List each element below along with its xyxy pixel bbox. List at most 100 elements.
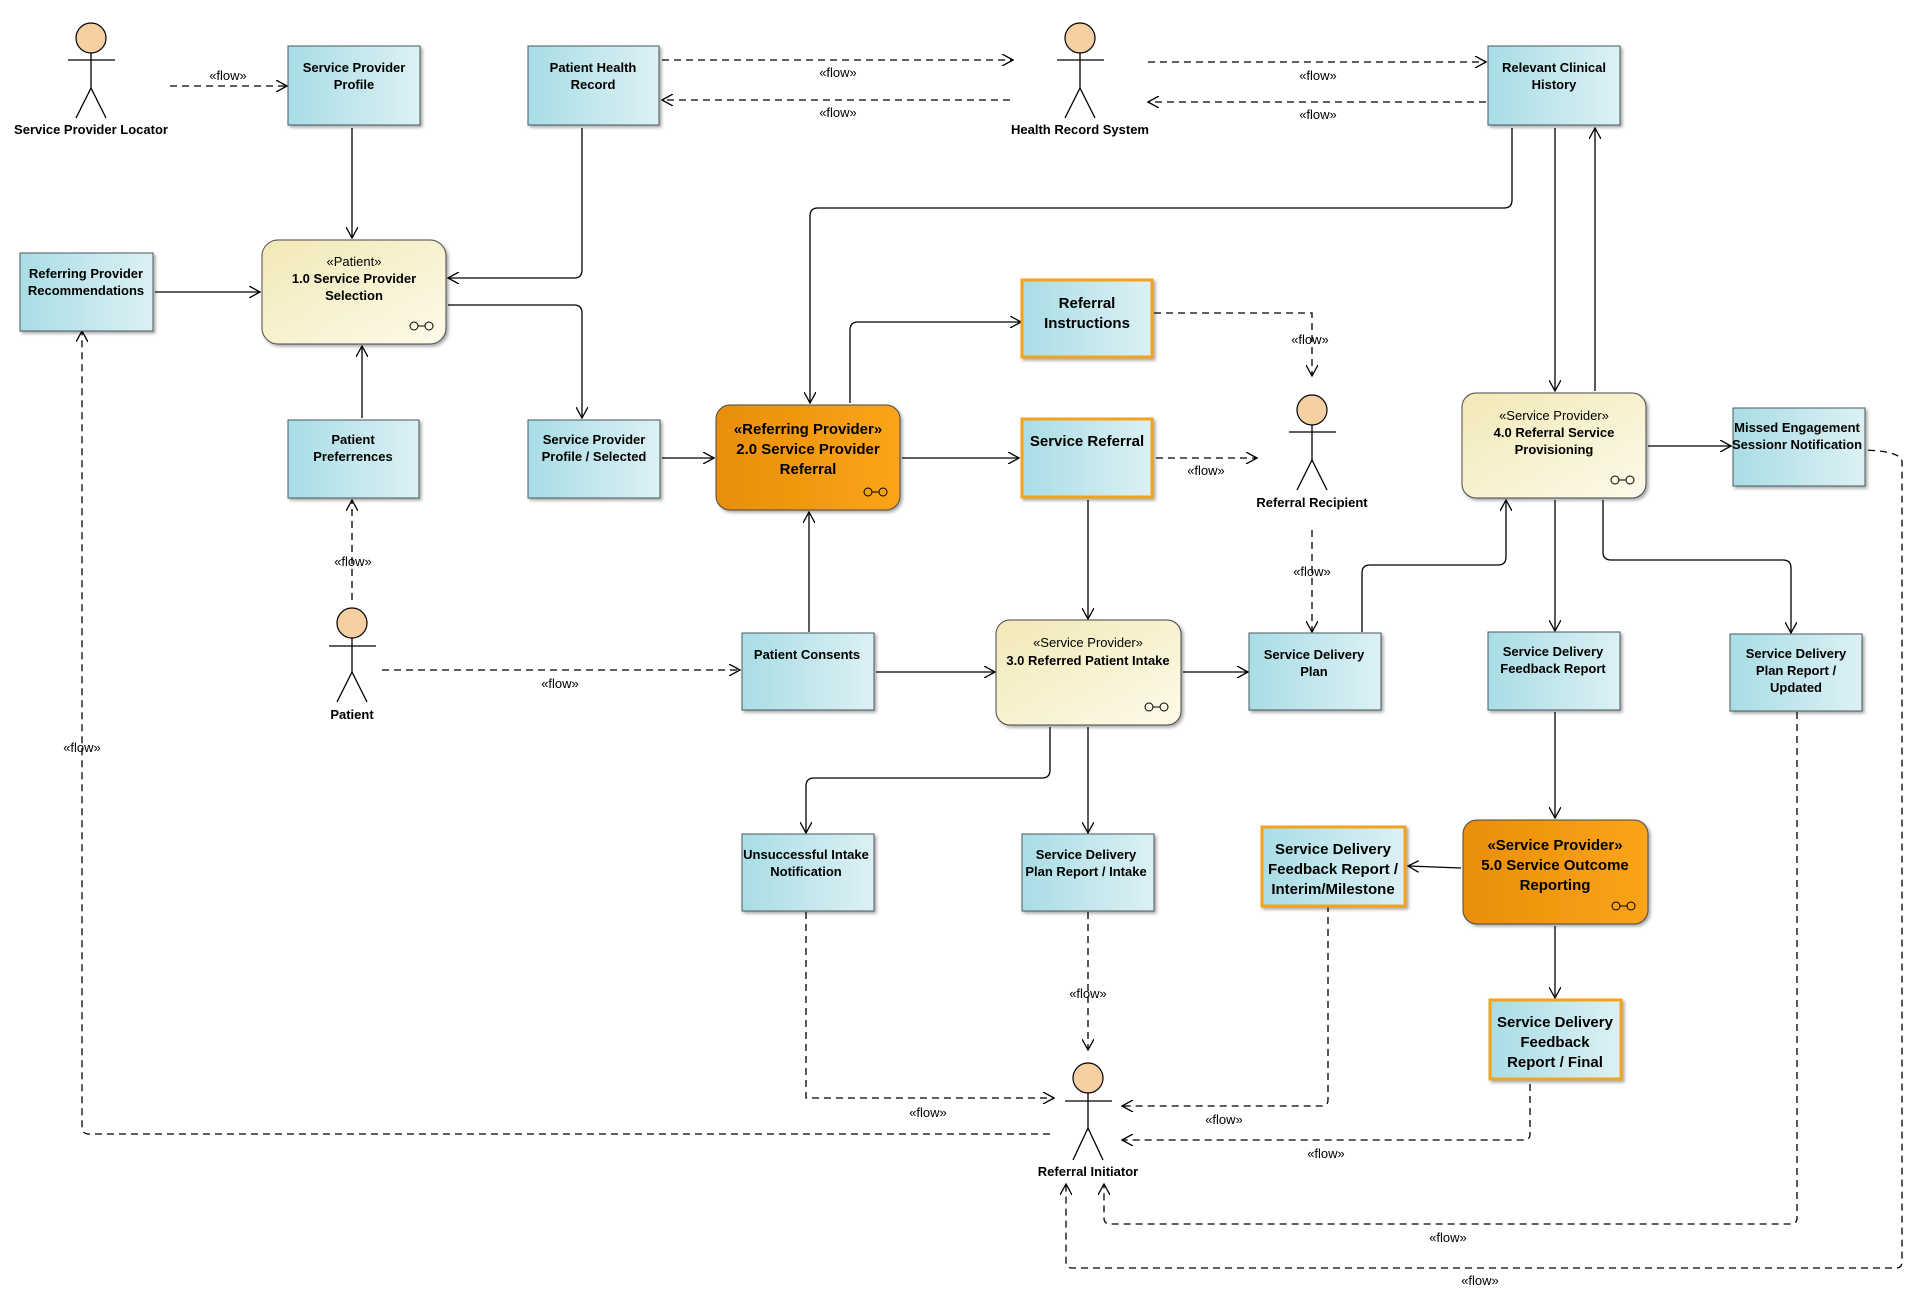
artifact-unsuccessful-intake-notification[interactable]: Unsuccessful Intake Notification	[741, 833, 875, 912]
artifact-patient-consents[interactable]: Patient Consents	[741, 632, 875, 711]
artifact-label: Report / Final	[1507, 1054, 1603, 1071]
actor-patient[interactable]: Patient	[329, 607, 376, 722]
actor-service-provider-locator[interactable]: Service Provider Locator	[14, 22, 168, 137]
edge-p1-to-selected	[448, 304, 582, 418]
process-3-referred-patient-intake[interactable]: «Service Provider» 3.0 Referred Patient …	[995, 619, 1182, 726]
artifact-label: Record	[571, 77, 616, 92]
artifact-label: Service Delivery	[1275, 841, 1392, 858]
artifact-patient-preferences[interactable]: Patient Preferrences	[287, 419, 420, 499]
edge-history-to-p2	[810, 128, 1513, 403]
artifact-service-delivery-plan[interactable]: Service Delivery Plan	[1248, 632, 1382, 711]
artifact-referral-instructions[interactable]: Referral Instructions	[1020, 278, 1154, 359]
artifact-service-provider-profile[interactable]: Service Provider Profile	[287, 45, 421, 126]
process-1-service-provider-selection[interactable]: «Patient» 1.0 Service Provider Selection	[261, 239, 447, 345]
flow-missed-to-initiator	[1066, 449, 1903, 1269]
actors: Service Provider Locator Health Record S…	[14, 22, 1368, 1179]
actor-icon	[329, 607, 376, 703]
subactivity-icon	[409, 321, 434, 331]
flow-label: «flow»	[334, 554, 372, 569]
flow-label: «flow»	[63, 740, 101, 755]
actor-label: Patient	[330, 707, 374, 722]
edge-p5-to-interim	[1408, 866, 1462, 868]
subactivity-icon	[1611, 901, 1636, 911]
artifact-service-delivery-plan-report-updated[interactable]: Service Delivery Plan Report / Updated	[1729, 633, 1863, 712]
artifact-service-provider-profile-selected[interactable]: Service Provider Profile / Selected	[527, 419, 661, 499]
solid-connectors	[155, 128, 1791, 998]
artifact-service-delivery-plan-report-intake[interactable]: Service Delivery Plan Report / Intake	[1021, 833, 1155, 912]
artifact-patient-health-record[interactable]: Patient Health Record	[527, 45, 660, 126]
artifacts: Service Provider Profile Patient Health …	[19, 45, 1866, 1081]
artifact-label: Missed Engagement	[1734, 420, 1860, 435]
artifact-label: Service Referral	[1030, 433, 1144, 450]
subactivity-icon	[1144, 702, 1169, 712]
artifact-referring-provider-recommendations[interactable]: Referring Provider Recommendations	[19, 252, 154, 332]
actor-label: Service Provider Locator	[14, 122, 168, 137]
flow-label: «flow»	[541, 676, 579, 691]
artifact-label: Referring Provider	[29, 266, 143, 281]
process-label: 5.0 Service Outcome	[1481, 857, 1629, 874]
artifact-label: Sessionr Notification	[1732, 437, 1862, 452]
artifact-feedback-report-final[interactable]: Service Delivery Feedback Report / Final	[1488, 998, 1623, 1081]
flow-label: «flow»	[1299, 68, 1337, 83]
process-label: 4.0 Referral Service	[1494, 425, 1615, 440]
subactivity-icon	[863, 487, 888, 497]
process-5-service-outcome-reporting[interactable]: «Service Provider» 5.0 Service Outcome R…	[1462, 819, 1649, 925]
flow-label: «flow»	[1293, 564, 1331, 579]
subactivity-icon	[1610, 475, 1635, 485]
actor-referral-recipient[interactable]: Referral Recipient	[1256, 394, 1368, 510]
artifact-label: Service Delivery	[1497, 1014, 1614, 1031]
artifact-label: Plan Report / Intake	[1025, 864, 1146, 879]
edge-p4-to-plan-updated	[1602, 500, 1791, 633]
actor-health-record-system[interactable]: Health Record System	[1011, 22, 1149, 137]
process-label: Reporting	[1520, 877, 1591, 894]
process-stereotype: «Service Provider»	[1499, 408, 1609, 423]
artifact-relevant-clinical-history[interactable]: Relevant Clinical History	[1487, 45, 1621, 126]
flow-plan-updated-to-initiator	[1104, 712, 1798, 1225]
artifact-label: Profile / Selected	[542, 449, 647, 464]
artifact-label: Service Delivery	[1264, 647, 1365, 662]
actor-icon	[68, 22, 115, 119]
artifact-label: Service Provider	[303, 60, 406, 75]
artifact-label: Unsuccessful Intake	[743, 847, 869, 862]
artifact-label: Preferrences	[313, 449, 393, 464]
process-stereotype: «Patient»	[327, 254, 382, 269]
flow-unsuccessful-to-initiator	[805, 912, 1054, 1098]
process-4-referral-service-provisioning[interactable]: «Service Provider» 4.0 Referral Service …	[1461, 392, 1647, 499]
artifact-label: Updated	[1770, 680, 1822, 695]
artifact-label: Service Delivery	[1036, 847, 1137, 862]
actor-referral-initiator[interactable]: Referral Initiator	[1038, 1062, 1138, 1179]
artifact-label: Plan	[1300, 664, 1328, 679]
artifact-label: Service Delivery	[1746, 646, 1847, 661]
artifact-label: Profile	[334, 77, 374, 92]
actor-icon	[1065, 1062, 1112, 1161]
edge-plan-to-p4	[1361, 500, 1506, 632]
flow-label: «flow»	[819, 65, 857, 80]
artifact-label: Patient Health	[550, 60, 637, 75]
artifact-service-delivery-feedback-report[interactable]: Service Delivery Feedback Report	[1487, 631, 1621, 711]
edge-p3-to-unsuccessful	[806, 727, 1051, 833]
flow-label: «flow»	[1429, 1230, 1467, 1245]
artifact-label: Recommendations	[28, 283, 144, 298]
process-label: Selection	[325, 288, 383, 303]
process-label: 2.0 Service Provider	[736, 441, 880, 458]
process-label: Provisioning	[1515, 442, 1594, 457]
flow-label: «flow»	[209, 68, 247, 83]
artifact-service-referral[interactable]: Service Referral	[1020, 417, 1154, 499]
processes: «Patient» 1.0 Service Provider Selection…	[261, 239, 1649, 925]
flow-label: «flow»	[1461, 1273, 1499, 1288]
process-stereotype: «Service Provider»	[1487, 837, 1622, 854]
flow-label: «flow»	[1069, 986, 1107, 1001]
flow-connectors	[82, 60, 1903, 1269]
artifact-missed-engagement-notification[interactable]: Missed Engagement Sessionr Notification	[1732, 407, 1866, 487]
process-2-service-provider-referral[interactable]: «Referring Provider» 2.0 Service Provide…	[715, 404, 901, 511]
flow-label: «flow»	[1205, 1112, 1243, 1127]
flow-labels: «flow» «flow» «flow» «flow» «flow» «flow…	[63, 65, 1499, 1288]
artifact-feedback-report-interim[interactable]: Service Delivery Feedback Report / Inter…	[1260, 825, 1407, 908]
artifact-label: Service Provider	[543, 432, 646, 447]
artifact-label: Feedback Report /	[1268, 861, 1399, 878]
flow-label: «flow»	[1299, 107, 1337, 122]
flow-label: «flow»	[1187, 463, 1225, 478]
artifact-label: Notification	[770, 864, 842, 879]
actor-label: Health Record System	[1011, 122, 1149, 137]
